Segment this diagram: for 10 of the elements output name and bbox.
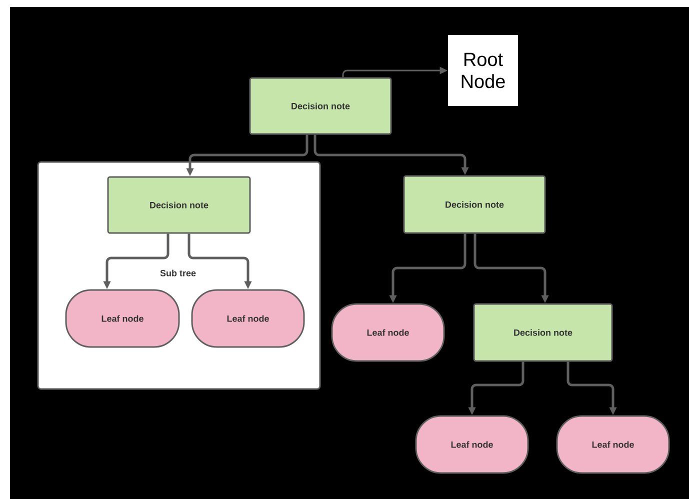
leaf-node: Leaf node [331, 303, 445, 362]
leaf-node: Leaf node [415, 415, 529, 474]
decision-box: Decision note [403, 175, 546, 234]
decision-box: Decision note [107, 176, 251, 234]
decision-box: Decision note [249, 77, 392, 135]
leaf-node: Leaf node [191, 289, 305, 348]
root-node-label: Root Node [448, 35, 518, 106]
leaf-node: Leaf node [556, 415, 670, 474]
decision-box: Decision note [473, 303, 613, 362]
leaf-node: Leaf node [65, 289, 180, 348]
